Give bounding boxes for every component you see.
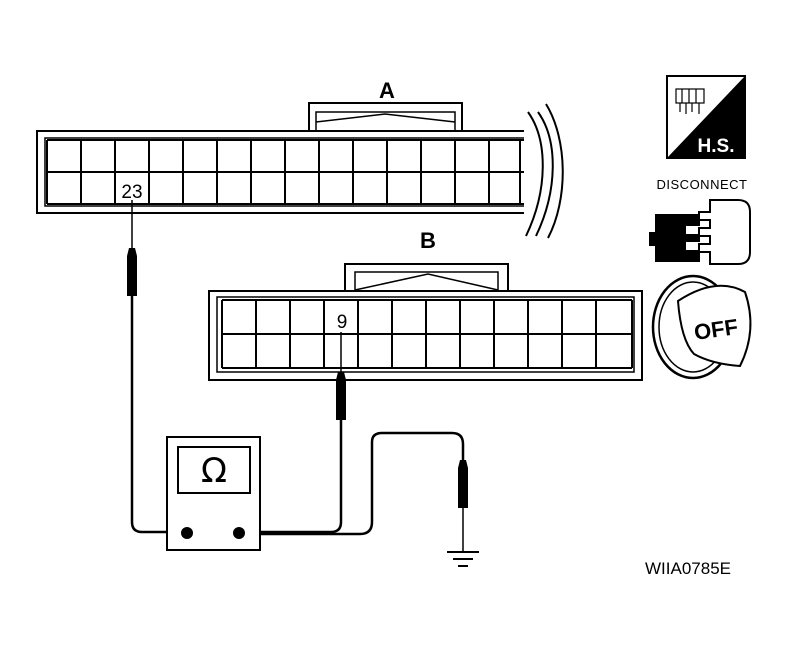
connector-a-pin-label: 23	[121, 182, 142, 203]
disconnect-label: DISCONNECT	[657, 177, 748, 192]
hs-label: H.S.	[698, 136, 735, 157]
ohmmeter-terminal-right	[233, 527, 245, 539]
reference-code: WIIA0785E	[645, 559, 731, 578]
probe-a	[127, 200, 186, 534]
ohmmeter: Ω	[166, 436, 261, 551]
ohmmeter-terminal-left	[181, 527, 193, 539]
disconnect-icon	[649, 199, 751, 265]
connector-b-pin-label: 9	[337, 312, 348, 333]
probe-b	[240, 332, 346, 534]
ohm-symbol: Ω	[201, 451, 227, 491]
connector-b-label: B	[420, 228, 436, 253]
ground-symbol	[447, 551, 479, 567]
ignition-off-icon: OFF	[651, 274, 752, 380]
connector-b: B 9	[208, 228, 643, 381]
harness-side-icon: H.S.	[666, 75, 746, 159]
ground-probe	[240, 431, 468, 551]
connector-a: A 23	[36, 78, 564, 239]
connector-a-label: A	[379, 78, 395, 103]
off-label: OFF	[692, 314, 739, 345]
